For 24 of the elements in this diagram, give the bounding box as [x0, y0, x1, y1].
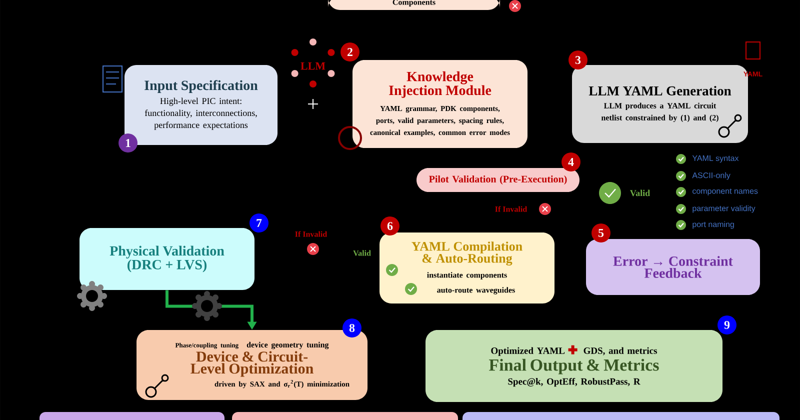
status-label: LLM	[300, 62, 326, 70]
checklist-item: ASCII-only	[692, 172, 730, 180]
status-label: Valid	[353, 250, 371, 256]
checklist-item: parameter validity	[692, 205, 756, 213]
number-badge: 1	[118, 134, 138, 152]
process-box: Physical Validation (DRC + LVS)	[80, 228, 254, 290]
checklist-item: YAML syntax	[692, 155, 739, 163]
status-label: If Invalid	[495, 206, 528, 212]
number-badge: 6	[380, 216, 400, 236]
number-badge: 8	[342, 318, 362, 338]
process-box: Optimized YAML GDS, and metrics Final Output & Metrics Spec@k, OptEff, RobustPass, R	[426, 330, 722, 402]
process-box: Error → Constraint Feedback	[586, 239, 760, 295]
number-badge: 5	[592, 224, 610, 242]
number-badge: 2	[340, 42, 360, 62]
number-badge: 4	[562, 152, 580, 172]
checklist-item: port naming	[692, 221, 734, 229]
process-box: Pilot Validation (Pre-Execution)	[416, 168, 580, 192]
status-label: Valid	[630, 190, 650, 196]
number-badge: 9	[718, 316, 736, 334]
checklist-item: component names	[692, 188, 758, 196]
status-label: If Invalid	[295, 231, 328, 237]
number-badge: 7	[250, 214, 268, 232]
process-box: YAML Compilation & Auto-Routing instantiate components auto-route waveguides	[380, 232, 554, 304]
number-badge: 3	[568, 50, 588, 70]
